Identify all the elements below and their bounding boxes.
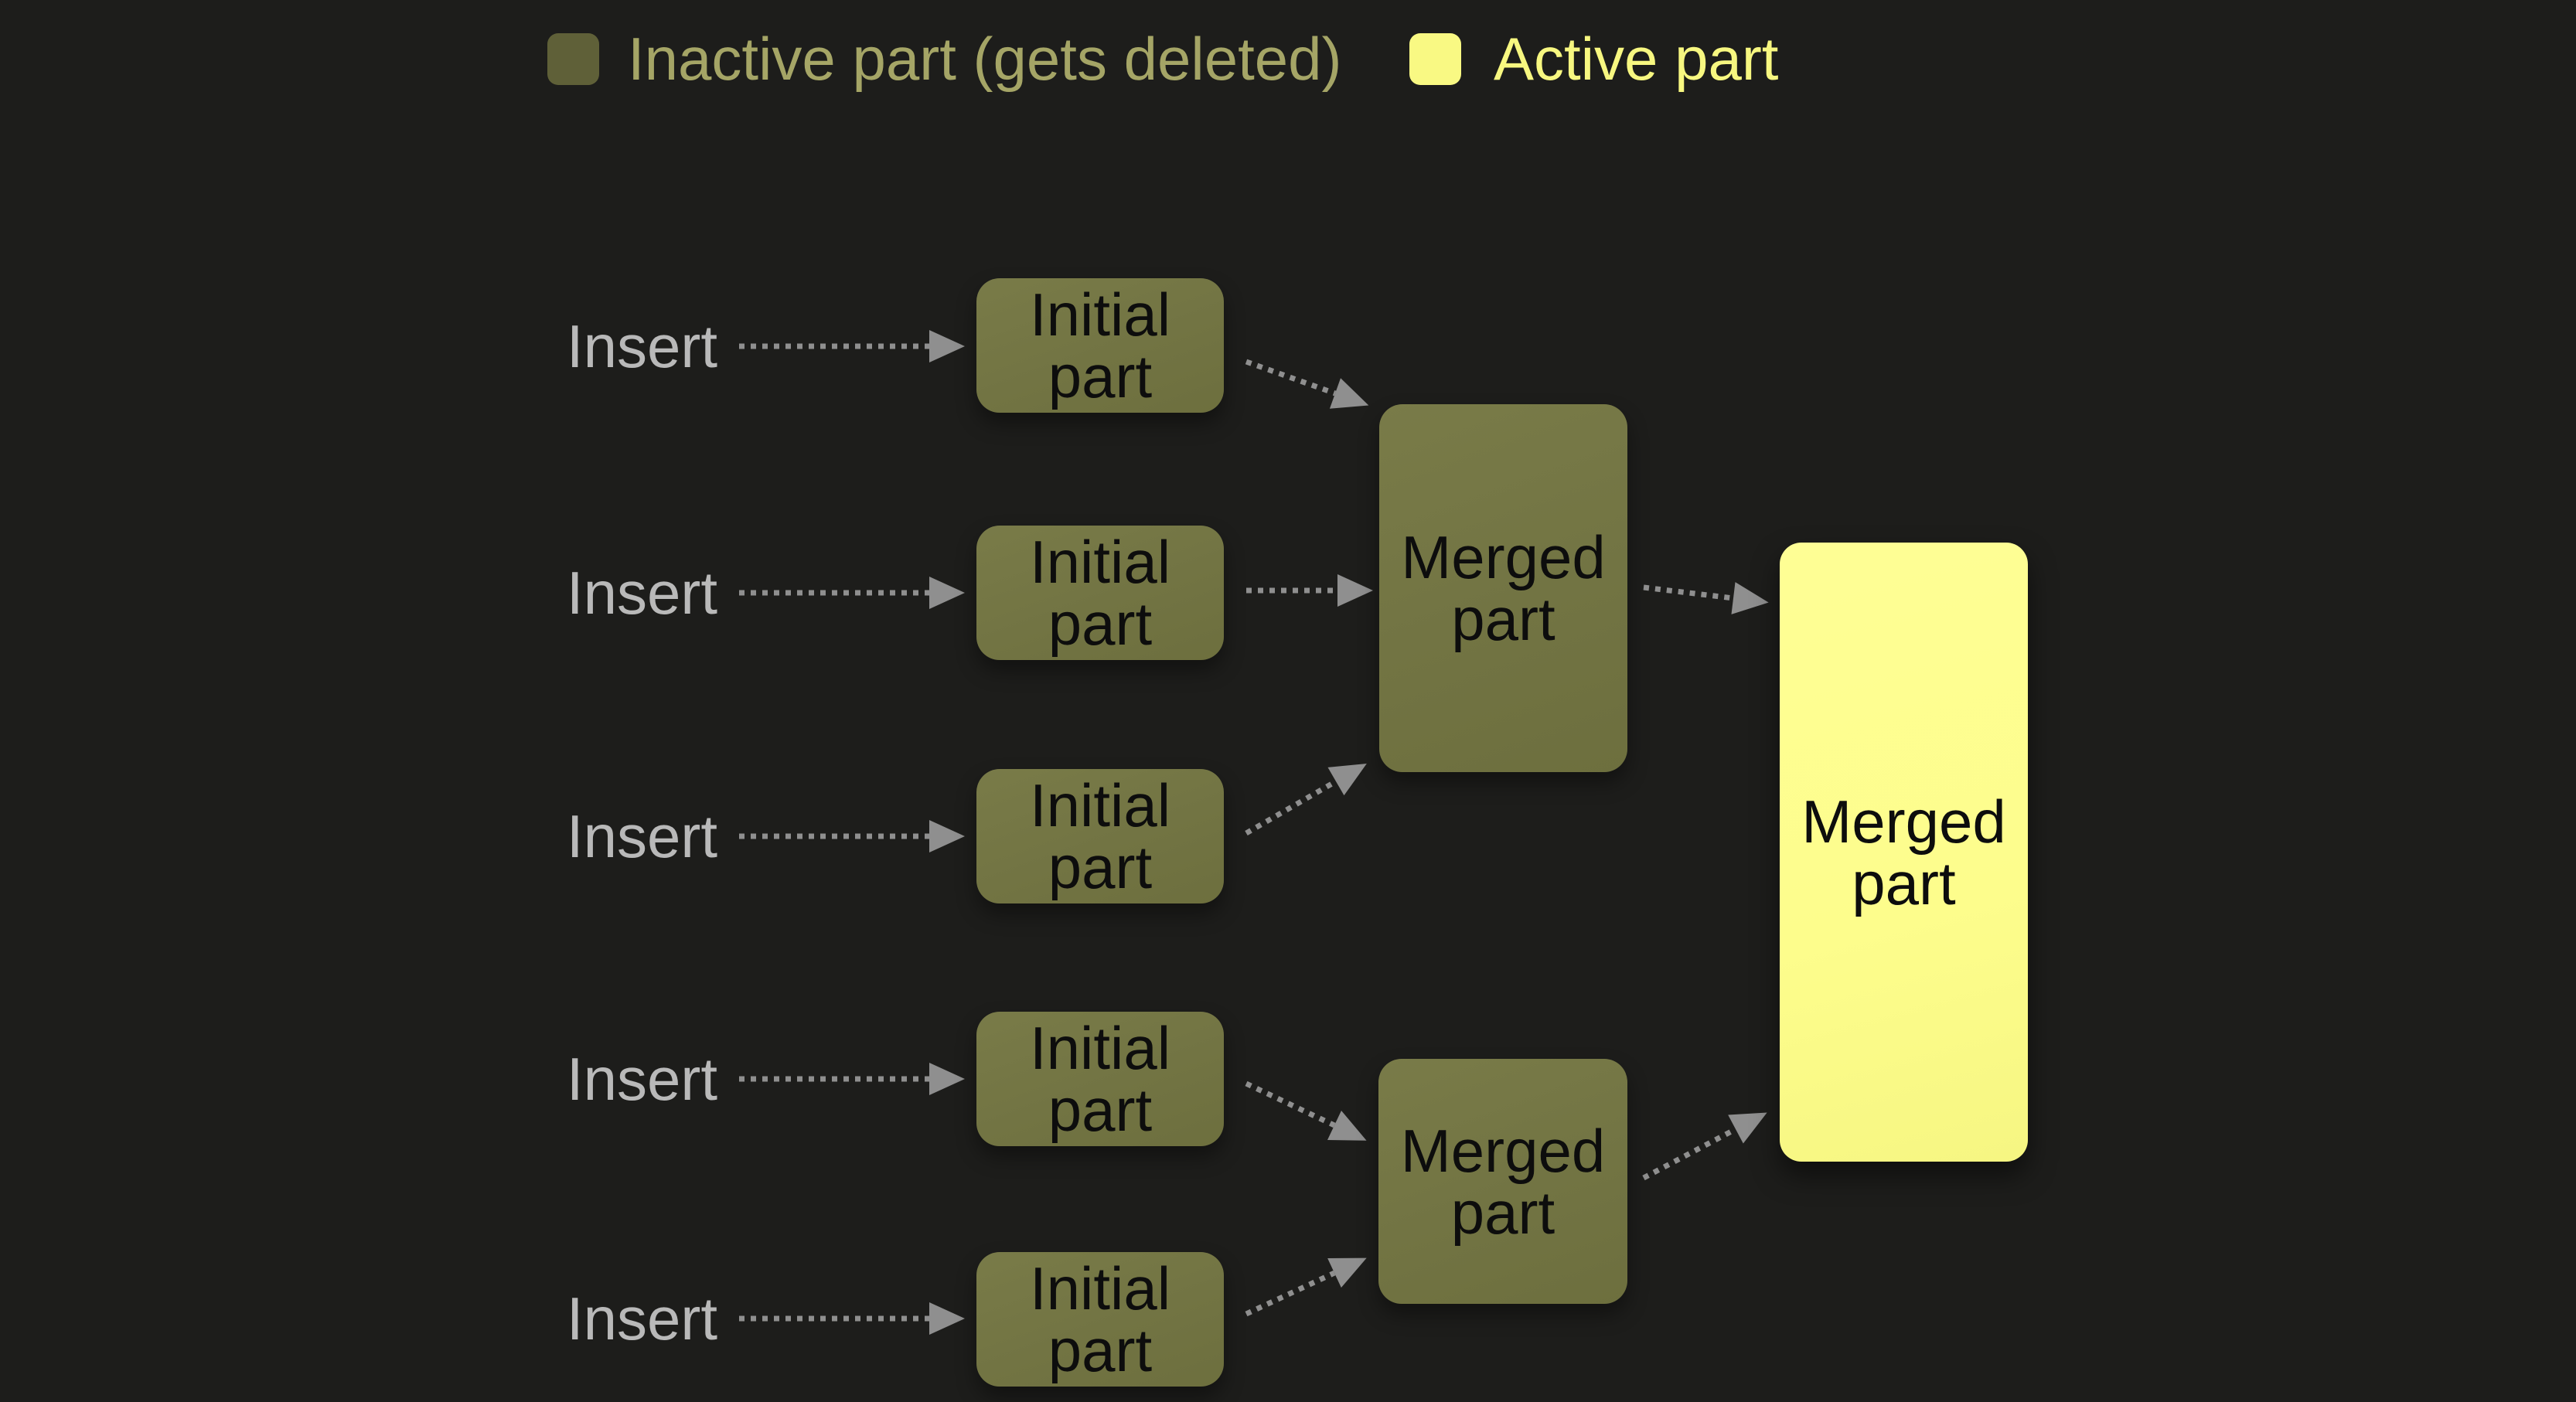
legend-inactive-label: Inactive part (gets deleted) bbox=[628, 25, 1342, 93]
arrow-initial4-to-merged-bottom bbox=[1245, 1080, 1367, 1141]
insert-label-4: Insert bbox=[566, 1045, 717, 1113]
insert-label-2: Insert bbox=[566, 559, 717, 627]
node-label-line: part bbox=[1451, 585, 1555, 653]
node-label-line: Merged bbox=[1801, 787, 2006, 856]
arrow-initial5-to-merged-bottom bbox=[1245, 1257, 1367, 1317]
arrow-merged-bottom-to-final bbox=[1642, 1112, 1767, 1181]
node-label-line: Initial bbox=[1029, 771, 1171, 839]
arrow-initial3-to-merged-top bbox=[1245, 763, 1367, 836]
node-label-line: Merged bbox=[1400, 1116, 1606, 1185]
node-label-line: part bbox=[1048, 590, 1153, 658]
node-label-line: Initial bbox=[1029, 281, 1171, 349]
node-label-line: Initial bbox=[1029, 1014, 1171, 1082]
node-label-line: part bbox=[1048, 1316, 1153, 1384]
node-label-line: part bbox=[1852, 849, 1956, 917]
insert-label-5: Insert bbox=[566, 1285, 717, 1353]
node-label-line: part bbox=[1450, 1178, 1555, 1247]
node-label-line: part bbox=[1048, 1076, 1153, 1144]
legend-inactive-swatch bbox=[547, 33, 599, 85]
insert-label-1: Insert bbox=[566, 312, 717, 380]
arrow-merged-top-to-final bbox=[1643, 582, 1769, 614]
node-label-line: Merged bbox=[1401, 523, 1606, 591]
legend-active-swatch bbox=[1409, 33, 1461, 85]
node-label-line: Initial bbox=[1029, 1254, 1171, 1322]
node-label-line: part bbox=[1048, 833, 1153, 901]
node-label-line: part bbox=[1048, 342, 1153, 410]
arrow-initial1-to-merged-top bbox=[1245, 359, 1369, 409]
legend-active-label: Active part bbox=[1494, 25, 1779, 93]
insert-label-3: Insert bbox=[566, 802, 717, 870]
node-label-line: Initial bbox=[1029, 528, 1171, 596]
